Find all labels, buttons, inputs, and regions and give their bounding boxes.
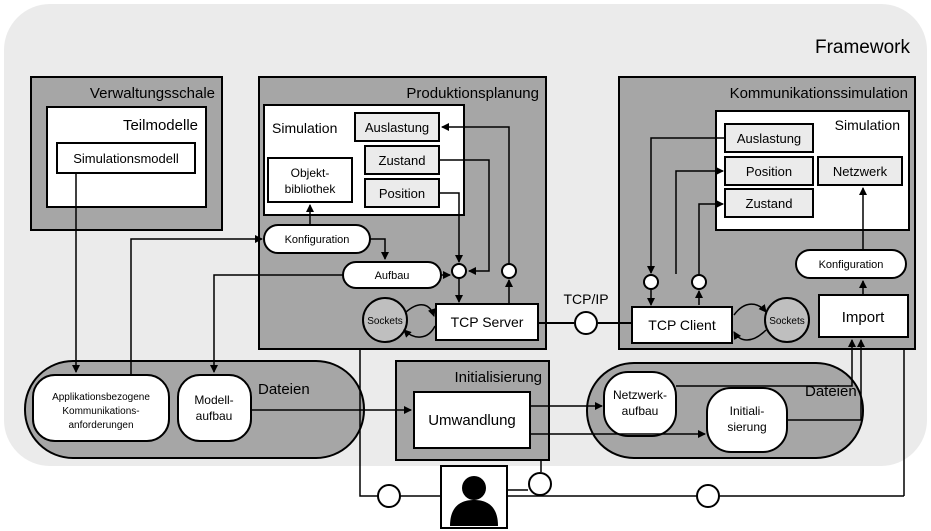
ks-position-label: Position bbox=[746, 164, 792, 179]
modellaufbau-box bbox=[177, 374, 252, 442]
ks-konfiguration-label: Konfiguration bbox=[819, 259, 884, 271]
pp-position-label: Position bbox=[379, 186, 425, 201]
user-port-left bbox=[377, 484, 401, 508]
teilmodelle-label: Teilmodelle bbox=[123, 117, 198, 134]
pp-zustand-box bbox=[364, 145, 440, 175]
umwandlung-box bbox=[413, 391, 531, 449]
dateien-right-label: Dateien bbox=[805, 383, 857, 400]
pp-sockets-circle bbox=[362, 297, 408, 343]
import-label: Import bbox=[842, 309, 885, 326]
verwaltungsschale-panel: Verwaltungsschale Teilmodelle Simulation… bbox=[30, 76, 223, 231]
framework-label: Framework bbox=[815, 37, 911, 58]
aufbau-label: Aufbau bbox=[375, 270, 410, 282]
modell-line2: aufbau bbox=[196, 409, 233, 423]
pp-interface-port-right bbox=[501, 263, 517, 279]
connectors bbox=[72, 123, 905, 497]
objektbibliothek-box bbox=[267, 157, 353, 203]
pp-simulation-label: Simulation bbox=[272, 120, 337, 136]
simulationsmodell-box bbox=[56, 142, 196, 174]
dateien-left-label: Dateien bbox=[258, 381, 310, 398]
kommunikationssimulation-title: Kommunikationssimulation bbox=[730, 85, 908, 102]
produktionsplanung-panel: Produktionsplanung Simulation Auslastung… bbox=[258, 76, 547, 350]
netzwerkaufbau-box bbox=[603, 371, 677, 437]
netz-line1: Netzwerk- bbox=[613, 388, 667, 402]
initialisierung-title: Initialisierung bbox=[454, 369, 542, 386]
objektbibliothek-line1: Objekt- bbox=[291, 166, 330, 180]
ks-netzwerk-label: Netzwerk bbox=[833, 164, 888, 179]
objektbibliothek-line2: bibliothek bbox=[285, 182, 337, 196]
netz-line2: aufbau bbox=[622, 404, 659, 418]
pp-interface-port-left bbox=[451, 263, 467, 279]
tcpip-port bbox=[574, 311, 598, 335]
ks-zustand-label: Zustand bbox=[746, 196, 793, 211]
user-port-initialisierung bbox=[528, 472, 552, 496]
initialisierung-panel: Initialisierung Umwandlung bbox=[395, 360, 550, 461]
pp-konfiguration-label: Konfiguration bbox=[285, 234, 350, 246]
init-line2: sierung bbox=[727, 420, 766, 434]
ks-position-box bbox=[724, 156, 814, 186]
ks-auslastung-label: Auslastung bbox=[737, 131, 801, 146]
ks-auslastung-box bbox=[724, 123, 814, 153]
ks-sockets-circle bbox=[764, 297, 810, 343]
simulationsmodell-label: Simulationsmodell bbox=[73, 151, 179, 166]
ks-interface-port-left bbox=[643, 274, 659, 290]
import-box bbox=[818, 294, 909, 338]
dateien-left-panel: Dateien Applikationsbezogene Kommunikati… bbox=[24, 360, 365, 459]
ks-sockets-label: Sockets bbox=[769, 316, 805, 327]
produktionsplanung-title: Produktionsplanung bbox=[406, 85, 539, 102]
tcpip-label: TCP/IP bbox=[563, 291, 608, 307]
tcp-client-box bbox=[631, 306, 733, 344]
kommunikationssimulation-panel: Kommunikationssimulation Simulation Ausl… bbox=[618, 76, 916, 350]
init-line1: Initiali- bbox=[730, 404, 765, 418]
dateien-right-panel: Dateien Netzwerk- aufbau Initiali- sieru… bbox=[586, 362, 864, 459]
ks-zustand-box bbox=[724, 188, 814, 218]
person-icon bbox=[440, 465, 508, 529]
ks-netzwerk-box bbox=[817, 156, 903, 186]
umwandlung-label: Umwandlung bbox=[428, 412, 516, 429]
tcpip-connection: TCP/IP bbox=[538, 291, 632, 335]
ks-interface-port-right bbox=[691, 274, 707, 290]
app-line2: Kommunikations- bbox=[62, 406, 139, 417]
app-line3: anforderungen bbox=[68, 420, 133, 431]
app-line1: Applikationsbezogene bbox=[52, 392, 150, 403]
tcp-server-box bbox=[435, 303, 539, 341]
ks-konfiguration-pill bbox=[795, 249, 907, 279]
pp-sockets-label: Sockets bbox=[367, 316, 403, 327]
modell-line1: Modell- bbox=[194, 393, 233, 407]
tcp-client-label: TCP Client bbox=[648, 317, 716, 333]
tcp-server-label: TCP Server bbox=[451, 314, 524, 330]
ks-simulation-label: Simulation bbox=[835, 117, 900, 133]
app-anforderungen-box bbox=[32, 374, 170, 442]
verwaltungsschale-title: Verwaltungsschale bbox=[90, 85, 215, 102]
pp-auslastung-label: Auslastung bbox=[365, 120, 429, 135]
pp-auslastung-box bbox=[354, 112, 440, 142]
pp-zustand-label: Zustand bbox=[379, 153, 426, 168]
user-port-right bbox=[696, 484, 720, 508]
